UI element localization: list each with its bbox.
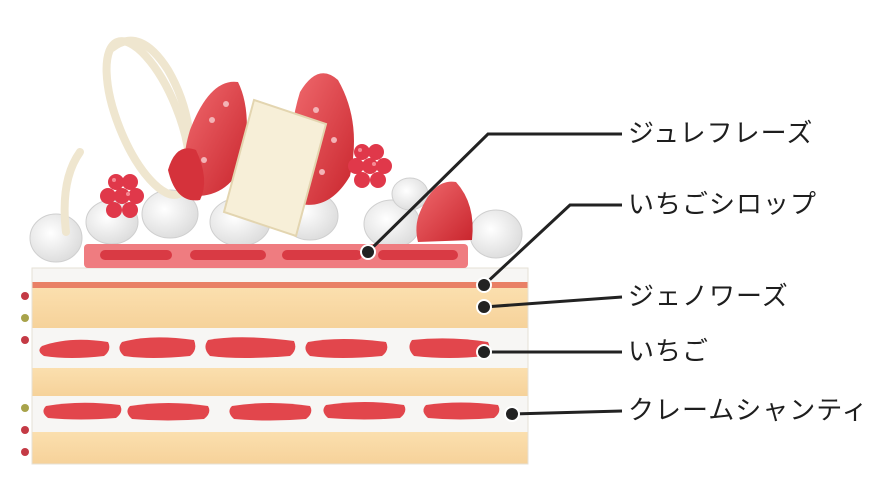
cream-top-layer	[32, 268, 528, 282]
leader-line-genoise	[483, 295, 623, 309]
leader-line-jelly	[366, 132, 622, 254]
strawberry-slices-row-1	[39, 337, 490, 358]
syrup-layer	[32, 282, 528, 288]
white-chocolate-plaque	[222, 98, 328, 238]
leader-line-syrup	[482, 203, 622, 287]
label-strawberry-syrup: いちごシロップ	[628, 190, 818, 220]
side-berry-dots	[21, 292, 29, 456]
label-creme-chantilly: クレームシャンティ	[628, 396, 869, 426]
label-jelly-fraise: ジュレフレーズ	[628, 119, 814, 149]
cake-body	[31, 267, 529, 465]
leader-lines	[366, 132, 623, 416]
genoise-bottom	[32, 432, 528, 464]
leader-line-cream	[511, 409, 623, 416]
label-genoise: ジェノワーズ	[628, 282, 789, 312]
jelly-strip	[84, 244, 468, 268]
leader-markers	[360, 244, 520, 422]
strawberry-slices-row-2	[43, 402, 500, 421]
genoise-top	[32, 288, 528, 328]
genoise-middle	[32, 368, 528, 396]
label-strawberry: いちご	[628, 337, 710, 367]
raspberries	[100, 144, 392, 218]
